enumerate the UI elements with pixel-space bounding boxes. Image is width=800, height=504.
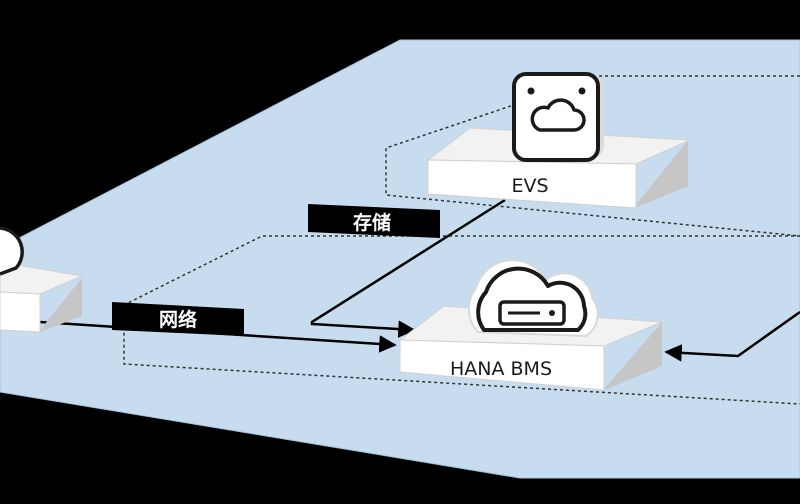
network-tag-label: 网络	[159, 308, 197, 331]
storage-group-outline	[385, 75, 800, 237]
hana-block-front	[399, 339, 605, 391]
hana-bms-label: HANA BMS	[450, 358, 552, 380]
right-connector	[664, 310, 800, 362]
server-cloud-icon	[467, 259, 599, 338]
evs-node[interactable]: EVS	[426, 72, 691, 209]
evs-label: EVS	[511, 175, 548, 197]
left-block-side	[40, 278, 82, 332]
storage-connector	[310, 198, 506, 338]
platform	[0, 39, 800, 479]
left-node[interactable]	[0, 226, 84, 333]
cloud-icon	[530, 98, 586, 132]
left-block-front	[0, 291, 41, 333]
evs-device	[512, 72, 604, 162]
hana-bms-node[interactable]: HANA BMS	[398, 259, 663, 391]
evs-block-side	[635, 140, 688, 208]
storage-tag-label: 存储	[353, 211, 391, 234]
network-tag: 网络	[112, 302, 244, 336]
hana-block-side	[605, 322, 662, 390]
storage-tag: 存储	[308, 204, 440, 238]
evs-block-front	[427, 159, 637, 209]
cloud-icon	[0, 226, 24, 276]
